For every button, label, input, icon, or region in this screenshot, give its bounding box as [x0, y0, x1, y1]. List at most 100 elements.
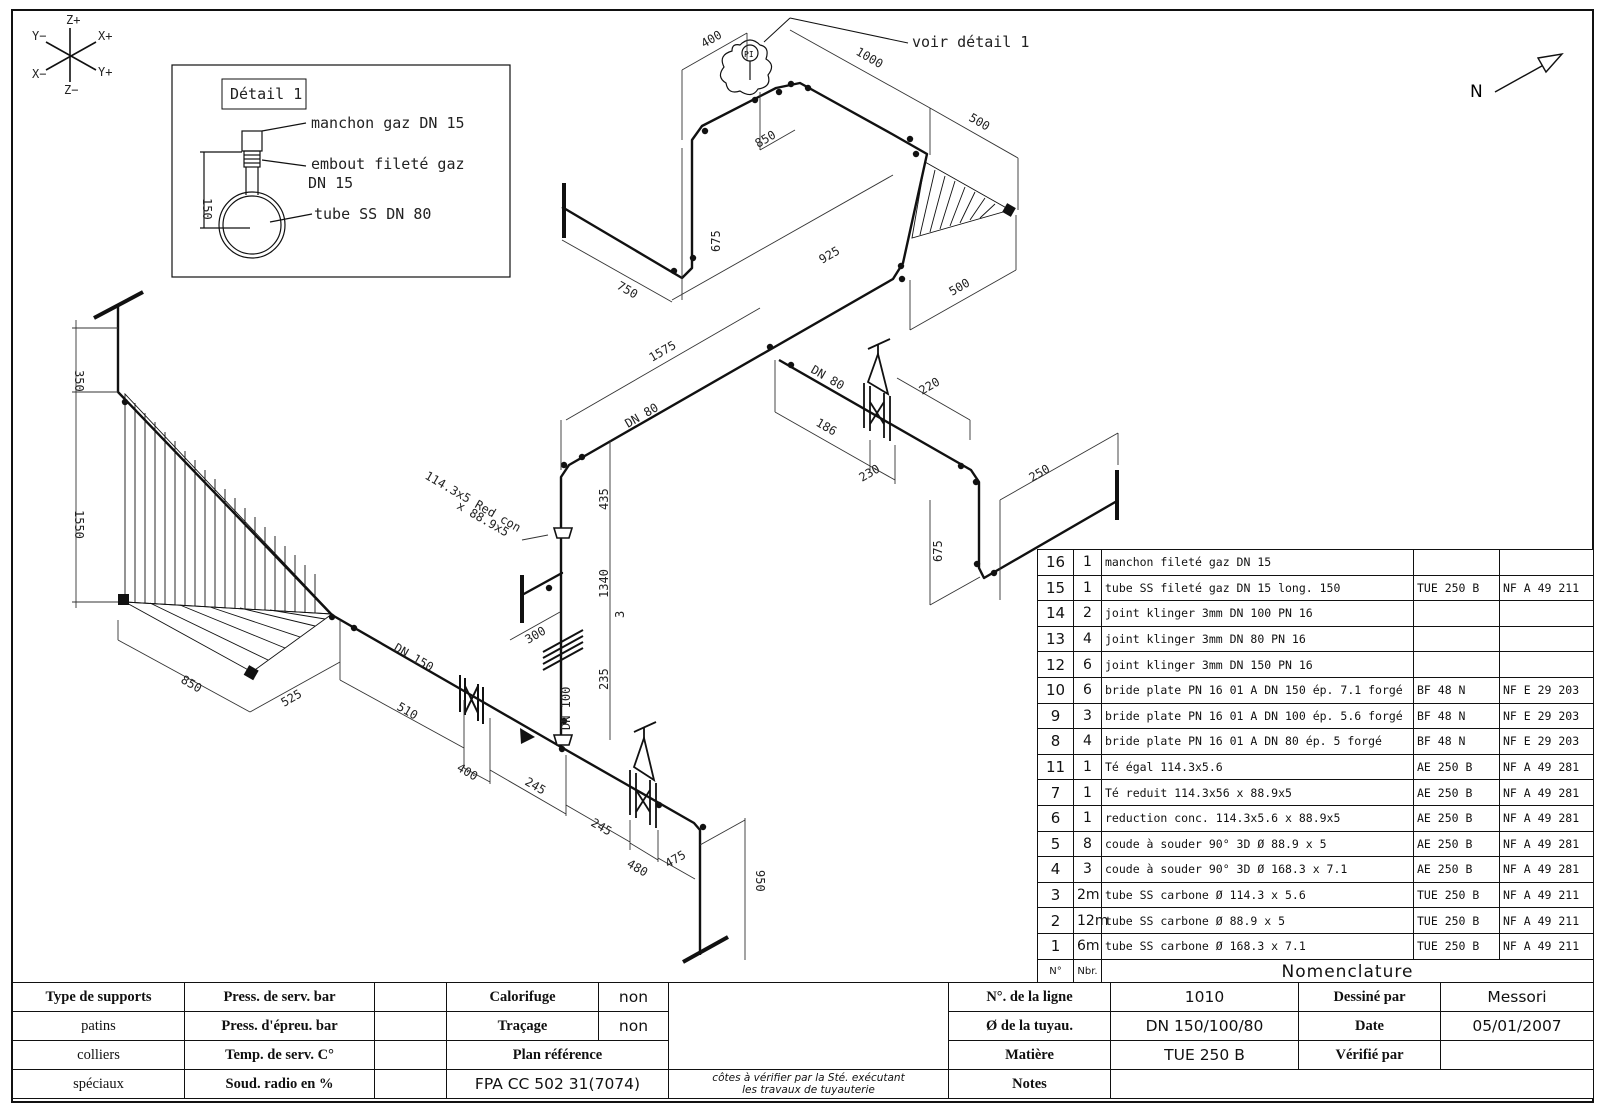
- support-block-2: [243, 665, 259, 681]
- item-quantity: 12m: [1073, 907, 1108, 934]
- detail-frame: [171, 64, 511, 278]
- pipe-diameter-value: DN 150/100/80: [1110, 1011, 1299, 1041]
- title-row-2: patins Press. d'épreu. bar Traçage non Ø…: [12, 1011, 1594, 1041]
- insulation-value: non: [598, 982, 669, 1012]
- detail-dim-150: 150: [200, 198, 214, 220]
- title-row-3: colliers Temp. de serv. C° Plan référenc…: [12, 1040, 1594, 1070]
- item-standard: [1499, 625, 1594, 653]
- item-quantity: 1: [1073, 779, 1102, 806]
- dim-675-right: 675: [931, 540, 945, 562]
- item-standard: NF E 29 203: [1499, 676, 1594, 704]
- item-standard: NF E 29 203: [1499, 728, 1594, 755]
- item-quantity: 1: [1073, 804, 1102, 832]
- dim-1340: 1340: [597, 569, 611, 598]
- support-hatch-left: [124, 392, 334, 673]
- item-material: AE 250 B: [1413, 856, 1500, 883]
- test-pressure-value: [374, 1011, 447, 1041]
- item-description: coude à souder 90° 3D Ø 168.3 x 7.1: [1101, 856, 1414, 883]
- axis-y-minus: Y−: [32, 29, 46, 43]
- checked-by-label: Vérifié par: [1298, 1040, 1441, 1070]
- item-number: 7: [1037, 779, 1074, 806]
- item-standard: NF A 49 211: [1499, 574, 1594, 602]
- axis-y-plus: Y+: [98, 65, 112, 79]
- item-standard: NF A 49 281: [1499, 856, 1594, 883]
- item-material: AE 250 B: [1413, 804, 1500, 832]
- dim-510: 510: [395, 699, 421, 722]
- material-label: Matière: [948, 1040, 1111, 1070]
- nomenclature-title: Nomenclature: [1101, 958, 1594, 986]
- dim-435: 435: [597, 488, 611, 510]
- item-quantity: 1: [1073, 753, 1102, 781]
- service-pressure-value: [374, 982, 447, 1012]
- dim-475: 475: [663, 848, 689, 871]
- item-quantity: 2: [1073, 600, 1102, 627]
- line-number-value: 1010: [1110, 982, 1299, 1012]
- dim-3: 3: [613, 611, 627, 618]
- dim-230: 230: [857, 462, 883, 485]
- dim-850-left: 850: [179, 672, 205, 695]
- item-description: joint klinger 3mm DN 80 PN 16: [1101, 625, 1414, 653]
- dim-525: 525: [279, 687, 305, 710]
- item-number: 10: [1037, 676, 1074, 704]
- pipe-route: [116, 81, 1118, 955]
- drawn-by-value: Messori: [1440, 982, 1594, 1012]
- item-material: BF 48 N: [1413, 676, 1500, 704]
- detail-label-embout: embout fileté gaz: [311, 155, 465, 173]
- axis-x-plus: X+: [98, 29, 112, 43]
- item-material: TUE 250 B: [1413, 881, 1500, 909]
- item-description: coude à souder 90° 3D Ø 88.9 x 5: [1101, 830, 1414, 858]
- item-number: 12: [1037, 651, 1074, 678]
- item-material: [1413, 549, 1500, 576]
- supports-type-label: Type de supports: [12, 982, 185, 1012]
- date-label: Date: [1298, 1011, 1441, 1041]
- item-standard: [1499, 600, 1594, 627]
- dim-850-top: 850: [753, 128, 779, 151]
- tracing-label: Traçage: [446, 1011, 599, 1041]
- item-number: 16: [1037, 549, 1074, 576]
- item-quantity: 1: [1073, 549, 1102, 576]
- item-number: 3: [1037, 881, 1074, 909]
- item-quantity: 3: [1073, 702, 1102, 730]
- flange-pair-dn150: [459, 675, 484, 724]
- dim-675-left: 675: [709, 230, 723, 252]
- header-no: N°: [1037, 958, 1074, 986]
- item-description: Té reduit 114.3x56 x 88.9x5: [1101, 779, 1414, 806]
- item-material: TUE 250 B: [1413, 907, 1500, 934]
- header-qty: Nbr.: [1073, 958, 1102, 986]
- radio-weld-label: Soud. radio en %: [184, 1069, 375, 1099]
- item-material: AE 250 B: [1413, 830, 1500, 858]
- label-dn150: DN 150: [392, 640, 437, 674]
- item-quantity: 3: [1073, 856, 1102, 883]
- item-material: AE 250 B: [1413, 753, 1500, 781]
- item-material: [1413, 625, 1500, 653]
- detail-cloud: [719, 39, 773, 96]
- valve-upper: [863, 338, 891, 441]
- radio-weld-value: [374, 1069, 447, 1099]
- dim-300: 300: [523, 624, 549, 647]
- item-description: bride plate PN 16 01 A DN 150 ép. 7.1 fo…: [1101, 676, 1414, 704]
- dim-250: 250: [1027, 462, 1053, 485]
- item-number: 1: [1037, 932, 1074, 960]
- item-number: 13: [1037, 625, 1074, 653]
- support-colliers: colliers: [12, 1040, 185, 1070]
- weld-points: [121, 80, 998, 831]
- item-material: AE 250 B: [1413, 779, 1500, 806]
- dim-245-a: 245: [523, 774, 549, 797]
- dim-400-top: 400: [699, 28, 725, 51]
- item-description: Té égal 114.3x5.6: [1101, 753, 1414, 781]
- north-arrow-icon: [1494, 52, 1564, 93]
- item-standard: NF A 49 211: [1499, 932, 1594, 960]
